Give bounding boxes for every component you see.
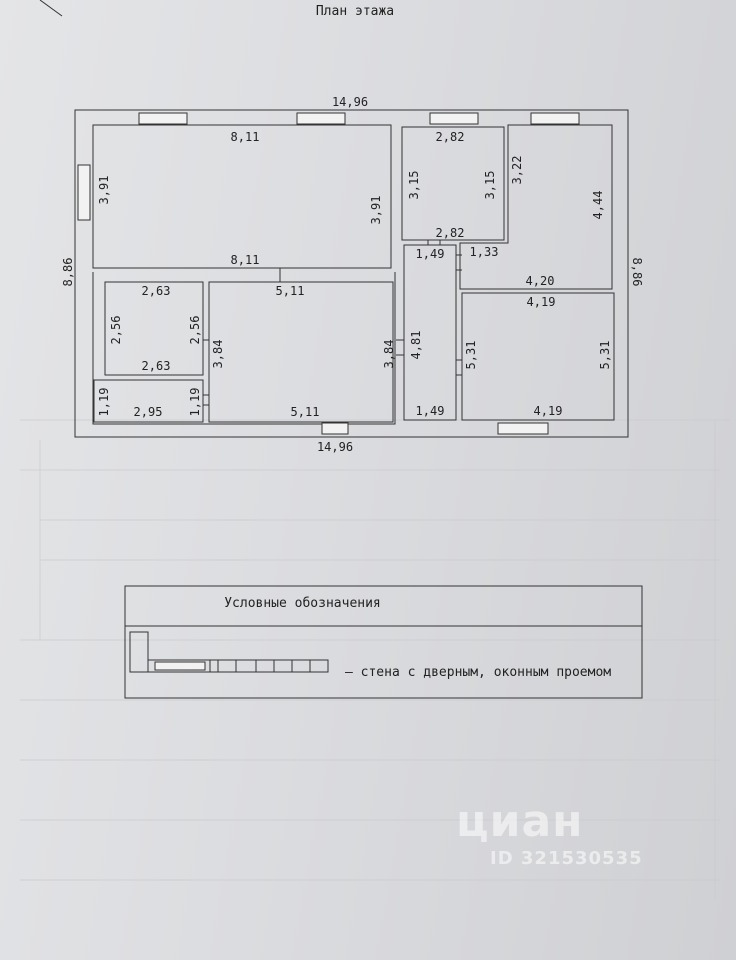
dim-room1-width-bottom: 8,11 bbox=[231, 253, 260, 267]
legend-wall-line bbox=[148, 659, 329, 673]
legend-title: Условные обозначения bbox=[224, 596, 381, 611]
dim-room5-height-left: 2,56 bbox=[109, 316, 123, 345]
legend-box bbox=[124, 585, 643, 699]
dim-room5-height-right: 2,56 bbox=[188, 316, 202, 345]
dim-room2-height-left: 3,15 bbox=[407, 171, 421, 200]
window-top-1 bbox=[138, 112, 188, 125]
dim-room7-width-top: 5,11 bbox=[276, 284, 305, 298]
dim-room2-width-bottom: 2,82 bbox=[436, 226, 465, 240]
dim-room4-width-bottom: 4,19 bbox=[534, 404, 563, 418]
room-3 bbox=[459, 124, 613, 290]
door-bottom bbox=[321, 422, 349, 435]
outer-wall bbox=[74, 109, 629, 438]
room-6 bbox=[93, 379, 204, 423]
dim-room1-height-left: 3,91 bbox=[97, 176, 111, 205]
dim-room4-height-left: 5,31 bbox=[464, 341, 478, 370]
dim-room6-height-left: 1,19 bbox=[97, 388, 111, 417]
dim-room4-width-top: 4,19 bbox=[527, 295, 556, 309]
dim-room7-height-left: 3,84 bbox=[211, 340, 225, 369]
dim-room6-width: 2,95 bbox=[134, 405, 163, 419]
dim-room5-width-top: 2,63 bbox=[142, 284, 171, 298]
windows bbox=[77, 112, 580, 435]
floor-plan: 14,96 14,96 8,86 8,86 8,11 8,11 3,91 3,9… bbox=[61, 95, 644, 454]
dim-hall-width-bottom: 1,49 bbox=[416, 404, 445, 418]
dim-room3-height-right: 4,44 bbox=[591, 191, 605, 220]
hallway bbox=[403, 244, 457, 421]
dim-hall-width-top: 1,49 bbox=[416, 247, 445, 261]
plan-title: План этажа bbox=[315, 4, 395, 19]
watermark-logo: циан bbox=[456, 796, 584, 847]
dim-total-width-top: 14,96 bbox=[332, 95, 368, 109]
legend-window-symbol bbox=[154, 661, 206, 671]
dim-hall-step: 1,33 bbox=[470, 245, 499, 259]
dim-total-height-left: 8,86 bbox=[61, 258, 75, 287]
dim-room2-width-top: 2,82 bbox=[436, 130, 465, 144]
dim-room1-height-right: 3,91 bbox=[369, 196, 383, 225]
dim-room7-width-bottom: 5,11 bbox=[291, 405, 320, 419]
door-marks bbox=[203, 240, 462, 406]
dim-room3-width-bottom: 4,20 bbox=[526, 274, 555, 288]
dim-room6-height-right: 1,19 bbox=[188, 388, 202, 417]
dim-room2-height-right: 3,15 bbox=[483, 171, 497, 200]
window-top-4 bbox=[530, 112, 580, 125]
dim-total-width-bottom: 14,96 bbox=[317, 440, 353, 454]
window-bottom bbox=[497, 422, 549, 435]
legend-wall-symbol bbox=[129, 631, 149, 673]
dim-hall-height: 4,81 bbox=[409, 331, 423, 360]
dim-total-height-right: 8,86 bbox=[630, 258, 644, 287]
legend-item-text: – стена с дверным, оконным проемом bbox=[345, 665, 612, 680]
dim-room5-width-bottom: 2,63 bbox=[142, 359, 171, 373]
room-4 bbox=[461, 292, 615, 421]
room-5 bbox=[104, 281, 204, 376]
watermark-id: ID 321530535 bbox=[490, 848, 643, 869]
room-1 bbox=[92, 124, 392, 269]
dim-room7-height-right: 3,84 bbox=[382, 340, 396, 369]
dim-room3-height-left: 3,22 bbox=[510, 156, 524, 185]
window-left bbox=[77, 164, 91, 221]
window-top-2 bbox=[296, 112, 346, 125]
room-7 bbox=[208, 281, 394, 423]
window-top-3 bbox=[429, 112, 479, 125]
inner-corridor-wall bbox=[92, 272, 396, 425]
room-2 bbox=[401, 126, 505, 241]
dim-room4-height-right: 5,31 bbox=[598, 341, 612, 370]
dim-room1-width-top: 8,11 bbox=[231, 130, 260, 144]
